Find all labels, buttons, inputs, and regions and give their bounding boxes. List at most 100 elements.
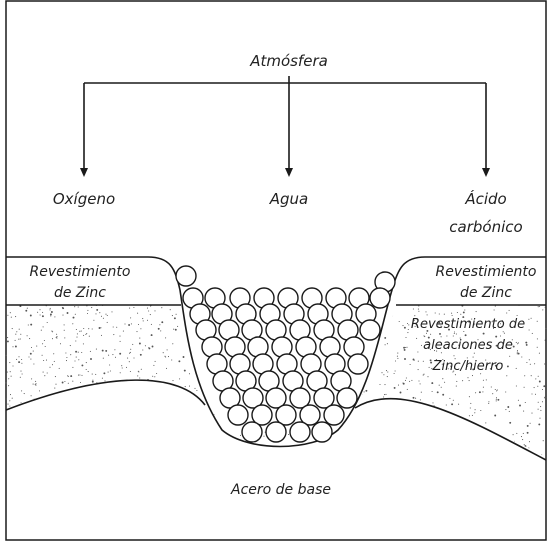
alloy-speckle bbox=[90, 351, 91, 352]
alloy-speckle bbox=[301, 357, 302, 358]
alloy-speckle bbox=[404, 327, 406, 329]
alloy-speckle bbox=[384, 427, 385, 428]
alloy-speckle bbox=[531, 318, 532, 319]
alloy-speckle bbox=[435, 312, 436, 313]
alloy-speckle bbox=[306, 316, 307, 317]
alloy-speckle bbox=[488, 401, 489, 402]
alloy-speckle bbox=[35, 383, 36, 384]
alloy-speckle bbox=[402, 382, 403, 383]
alloy-speckle bbox=[101, 335, 102, 336]
alloy-speckle bbox=[260, 461, 261, 462]
alloy-speckle bbox=[298, 356, 299, 357]
alloy-speckle bbox=[253, 459, 255, 461]
alloy-speckle bbox=[302, 456, 303, 457]
alloy-speckle bbox=[539, 418, 540, 419]
alloy-speckle bbox=[423, 335, 424, 336]
alloy-speckle bbox=[69, 406, 70, 407]
arrowhead-oxygen bbox=[80, 168, 88, 177]
alloy-speckle bbox=[417, 351, 418, 352]
alloy-speckle bbox=[185, 386, 186, 387]
alloy-speckle bbox=[148, 347, 149, 348]
alloy-speckle bbox=[416, 338, 417, 339]
alloy-speckle bbox=[60, 422, 61, 423]
alloy-speckle bbox=[62, 382, 64, 384]
alloy-speckle bbox=[496, 400, 497, 401]
alloy-speckle bbox=[72, 323, 73, 324]
alloy-speckle bbox=[57, 422, 58, 423]
alloy-speckle bbox=[164, 433, 165, 434]
alloy-speckle bbox=[456, 333, 457, 334]
alloy-speckle bbox=[97, 449, 98, 450]
alloy-speckle bbox=[66, 418, 68, 420]
alloy-speckle bbox=[454, 439, 455, 440]
alloy-speckle bbox=[421, 411, 422, 412]
alloy-speckle bbox=[33, 384, 34, 385]
alloy-speckle bbox=[531, 393, 532, 394]
alloy-speckle bbox=[54, 316, 55, 317]
alloy-speckle bbox=[36, 459, 37, 460]
alloy-speckle bbox=[151, 324, 152, 325]
alloy-speckle bbox=[52, 338, 53, 339]
alloy-speckle bbox=[389, 462, 390, 463]
alloy-speckle bbox=[532, 333, 533, 334]
alloy-speckle bbox=[214, 414, 215, 415]
alloy-speckle bbox=[47, 372, 48, 373]
alloy-speckle bbox=[494, 309, 495, 310]
alloy-speckle bbox=[161, 441, 162, 442]
alloy-speckle bbox=[204, 387, 205, 388]
alloy-speckle bbox=[13, 446, 14, 447]
alloy-speckle bbox=[26, 441, 28, 443]
alloy-speckle bbox=[402, 451, 403, 452]
alloy-speckle bbox=[138, 324, 139, 325]
alloy-speckle bbox=[374, 418, 375, 419]
alloy-speckle bbox=[294, 350, 295, 351]
alloy-speckle bbox=[110, 370, 111, 371]
alloy-speckle bbox=[271, 341, 272, 342]
alloy-speckle bbox=[281, 463, 282, 464]
alloy-speckle bbox=[46, 360, 47, 361]
alloy-speckle bbox=[18, 356, 19, 357]
alloy-speckle bbox=[92, 328, 93, 329]
alloy-speckle bbox=[70, 448, 71, 449]
alloy-speckle bbox=[437, 451, 438, 452]
alloy-speckle bbox=[81, 375, 82, 376]
alloy-speckle bbox=[189, 321, 190, 322]
alloy-speckle bbox=[184, 309, 185, 310]
alloy-speckle bbox=[159, 437, 160, 438]
alloy-speckle bbox=[78, 352, 79, 353]
alloy-speckle bbox=[373, 435, 374, 436]
alloy-speckle bbox=[145, 436, 146, 437]
alloy-speckle bbox=[81, 331, 82, 332]
alloy-speckle bbox=[229, 458, 230, 459]
alloy-speckle bbox=[353, 455, 354, 456]
alloy-speckle bbox=[407, 332, 408, 333]
alloy-speckle bbox=[513, 434, 514, 435]
alloy-speckle bbox=[292, 454, 293, 455]
alloy-speckle bbox=[28, 454, 29, 455]
alloy-speckle bbox=[284, 442, 285, 443]
alloy-speckle bbox=[460, 426, 461, 427]
alloy-speckle bbox=[383, 374, 384, 375]
alloy-speckle bbox=[360, 387, 361, 388]
alloy-speckle bbox=[290, 462, 291, 463]
alloy-speckle bbox=[39, 452, 40, 453]
alloy-speckle bbox=[281, 317, 282, 318]
alloy-speckle bbox=[63, 424, 65, 426]
alloy-speckle bbox=[99, 388, 100, 389]
alloy-speckle bbox=[196, 442, 197, 443]
alloy-speckle bbox=[377, 350, 378, 351]
alloy-speckle bbox=[41, 447, 42, 448]
alloy-speckle bbox=[220, 444, 221, 445]
alloy-speckle bbox=[9, 362, 10, 363]
alloy-speckle bbox=[277, 458, 278, 459]
alloy-speckle bbox=[7, 457, 8, 458]
alloy-speckle bbox=[25, 407, 26, 408]
alloy-speckle bbox=[68, 376, 69, 377]
alloy-speckle bbox=[475, 446, 476, 447]
alloy-speckle bbox=[274, 412, 275, 413]
alloy-speckle bbox=[529, 359, 530, 360]
alloy-speckle bbox=[280, 464, 281, 465]
alloy-speckle bbox=[145, 415, 146, 416]
alloy-speckle bbox=[74, 421, 76, 423]
